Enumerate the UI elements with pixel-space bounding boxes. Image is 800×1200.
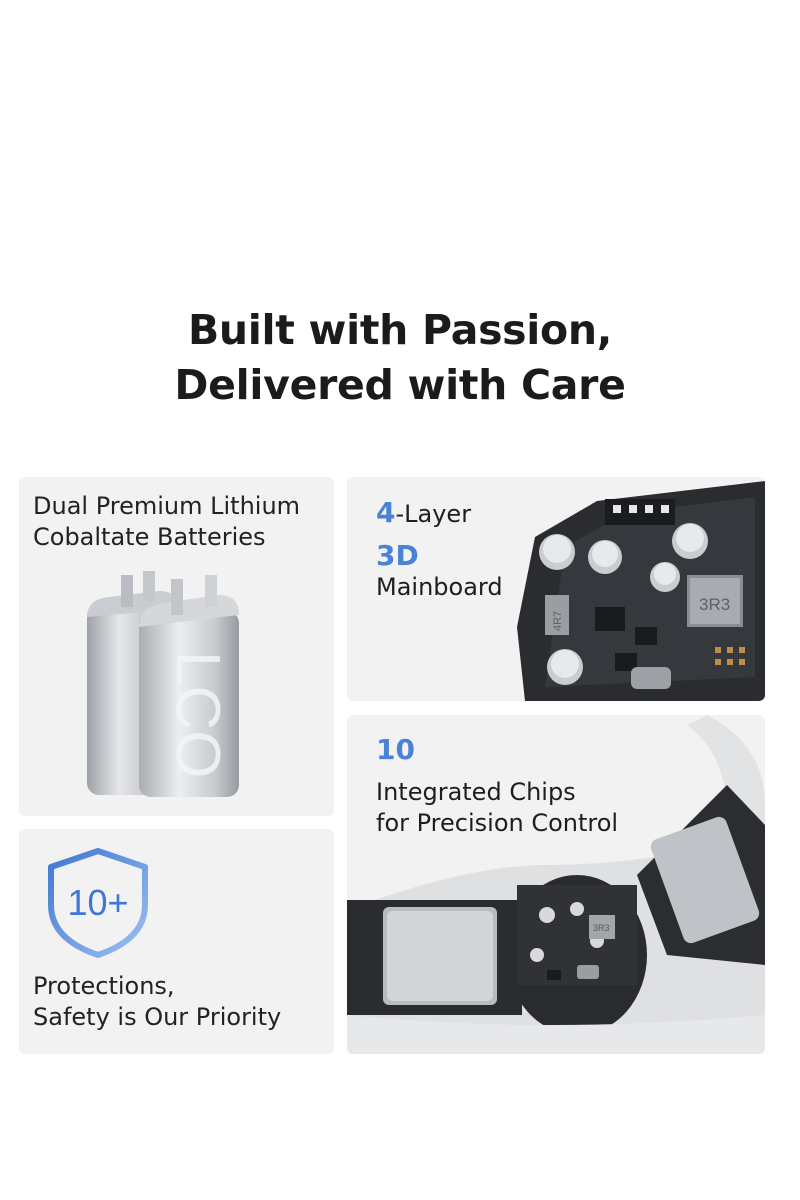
- battery-text-line-2: Cobaltate Batteries: [33, 523, 266, 551]
- device-chip-label: 3R3: [593, 923, 610, 933]
- protections-text: Protections, Safety is Our Priority: [33, 971, 281, 1033]
- battery-cells-image: LCO LCO: [87, 571, 239, 797]
- headline-line-1: Built with Passion,: [187, 306, 613, 354]
- mainboard-layer-number: 4: [376, 496, 396, 529]
- mainboard-feature-card: 3R3 4R7 4-Layer 3D Mainboard: [347, 477, 765, 701]
- chip-label-3r3: 3R3: [699, 595, 730, 614]
- chips-count: 10: [376, 733, 415, 766]
- battery-text-line-1: Dual Premium Lithium: [33, 492, 301, 520]
- protections-line-2: Safety is Our Priority: [33, 1003, 282, 1031]
- circuit-board-image: 3R3 4R7: [517, 481, 765, 701]
- mainboard-layer-suffix: -Layer: [395, 500, 472, 528]
- chips-feature-card: 3R3 10 Integrated Chips for Precision Co…: [347, 715, 765, 1054]
- battery-feature-text: Dual Premium Lithium Cobaltate Batteries: [33, 491, 300, 553]
- mainboard-label: Mainboard: [376, 573, 503, 601]
- chips-line-1: Integrated Chips: [376, 778, 576, 806]
- mainboard-layer-line: 4-Layer: [376, 498, 471, 529]
- shield-icon: 10+: [48, 848, 148, 958]
- mainboard-3d-label: 3D: [376, 539, 419, 572]
- protections-line-1: Protections,: [33, 972, 175, 1000]
- page-headline: Built with Passion, Delivered with Care: [0, 303, 800, 413]
- chip-label-4r7: 4R7: [552, 611, 564, 631]
- chips-line-2: for Precision Control: [376, 809, 619, 837]
- battery-feature-card: Dual Premium Lithium Cobaltate Batteries: [19, 477, 334, 816]
- battery-label-front: LCO: [163, 651, 232, 778]
- headline-line-2: Delivered with Care: [174, 361, 626, 409]
- chips-text: Integrated Chips for Precision Control: [376, 777, 618, 839]
- device-internals-image: 3R3: [347, 715, 765, 1054]
- protections-feature-card: 10+ Protections, Safety is Our Priority: [19, 829, 334, 1054]
- shield-text: 10+: [67, 882, 128, 923]
